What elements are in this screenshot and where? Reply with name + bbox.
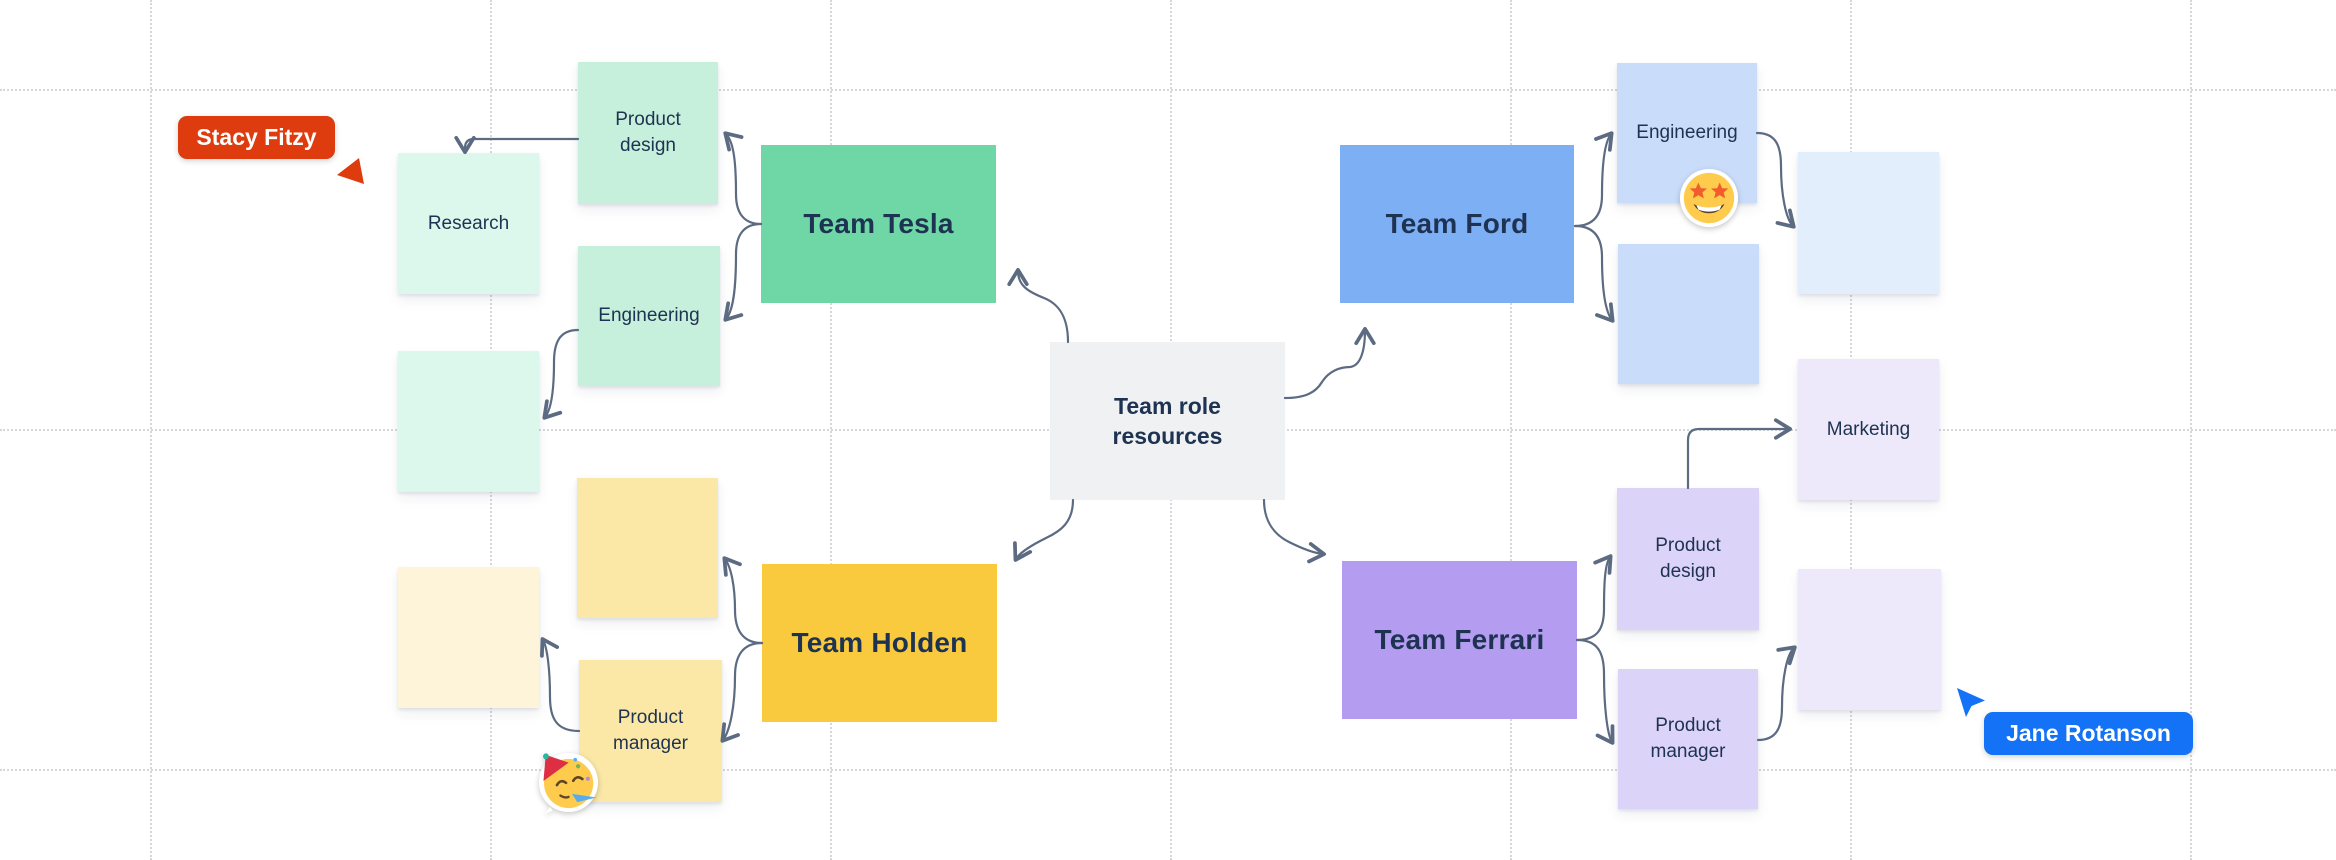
sticky-note-product-manager-ferrari[interactable]: Product manager [1618,669,1758,809]
connector-pdferrari-marketing[interactable] [1686,418,1792,490]
connector-center-holden[interactable] [1013,498,1075,562]
sticky-note-engineering-ford[interactable]: Engineering [1617,63,1757,203]
sticky-note-engineering-tesla[interactable]: Engineering [578,246,720,386]
grid-line [0,89,2336,91]
team-node-holden[interactable]: Team Holden [762,564,997,722]
connector-holden-pm[interactable] [720,641,764,743]
team-node-tesla[interactable]: Team Tesla [761,145,996,303]
grid-line [0,769,2336,771]
sticky-note-blank-yellow[interactable] [577,478,718,618]
connector-ferrari-pd[interactable] [1575,554,1613,642]
cursor-name-badge: Stacy Fitzy [178,116,335,159]
sticky-note-blank-ford[interactable] [1618,244,1759,384]
connector-pmferrari-blanklavender[interactable] [1756,645,1797,742]
star-struck-emoji-sticker[interactable] [1678,167,1740,229]
team-node-ferrari[interactable]: Team Ferrari [1342,561,1577,719]
connector-center-tesla[interactable] [1007,268,1070,344]
cursor-name-badge: Jane Rotanson [1984,712,2193,755]
partying-face-emoji-sticker[interactable] [537,751,600,814]
team-node-ford[interactable]: Team Ford [1340,145,1574,303]
cursor-pointer-icon [337,158,364,184]
sticky-note-blank-lavender[interactable] [1798,569,1941,710]
sticky-note-blank-ford-light[interactable] [1798,152,1939,294]
grid-line [830,0,832,860]
connector-ferrari-pm[interactable] [1575,638,1615,745]
connector-pm-blankpale[interactable] [540,637,581,733]
connector-eng-blankmint[interactable] [542,328,580,420]
connector-ford-eng[interactable] [1573,131,1614,228]
grid-line [150,0,152,860]
connector-tesla-eng[interactable] [723,222,763,322]
connector-pd-tesla-research[interactable] [454,135,580,154]
sticky-note-product-design-ferrari[interactable]: Product design [1617,488,1759,630]
sticky-note-blank-pale-yellow[interactable] [398,567,539,708]
cursor-pointer-icon [1957,688,1985,717]
grid-line [1510,0,1512,860]
connector-center-ferrari[interactable] [1262,498,1326,564]
sticky-note-marketing[interactable]: Marketing [1798,359,1939,500]
connector-center-ford[interactable] [1283,327,1376,400]
sticky-note-product-manager-holden[interactable]: Product manager [579,660,722,802]
connector-ford-blank[interactable] [1573,224,1615,323]
sticky-note-research[interactable]: Research [398,153,539,294]
sticky-note-blank-mint[interactable] [398,351,539,492]
sticky-note-product-design-tesla[interactable]: Product design [578,62,718,204]
connector-engford-blanklight[interactable] [1755,131,1796,229]
connector-holden-blankyellow[interactable] [722,556,764,645]
connector-tesla-pd[interactable] [723,131,763,226]
central-topic-node[interactable]: Team role resources [1050,342,1285,500]
